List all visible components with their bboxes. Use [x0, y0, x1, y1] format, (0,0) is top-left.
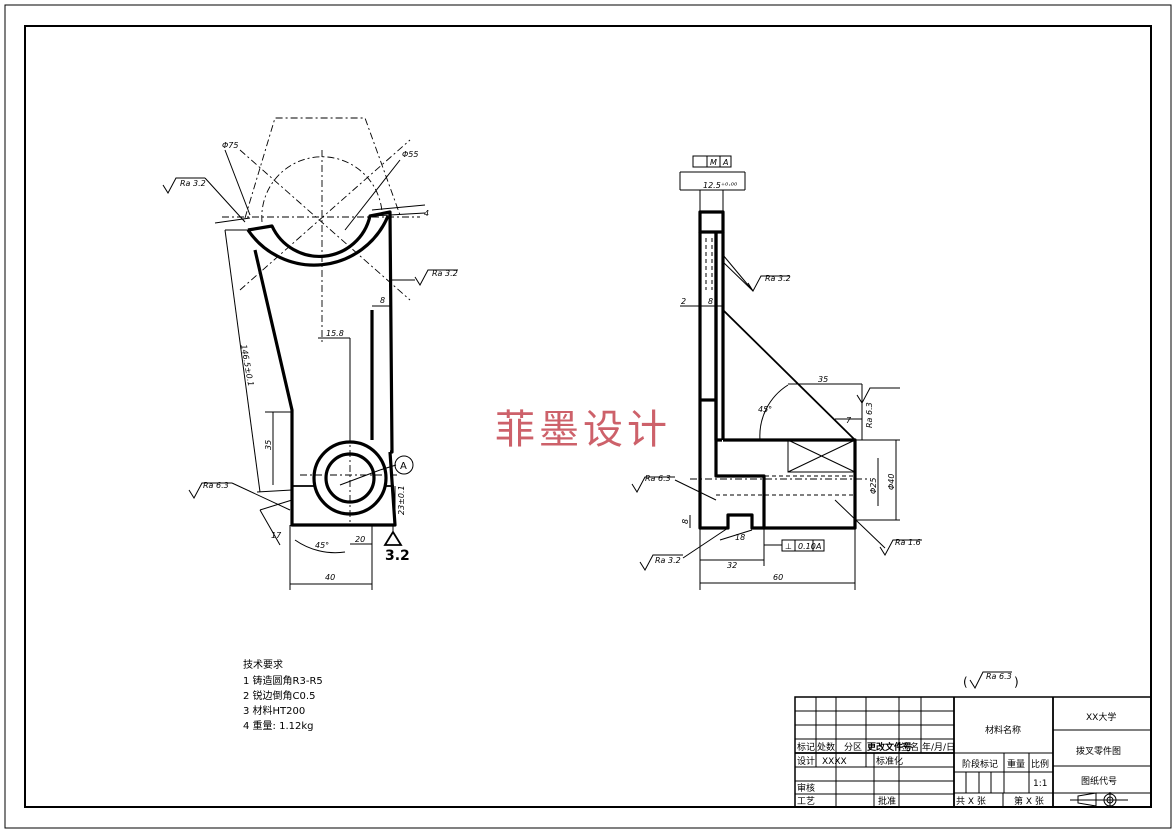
dim-d55: Φ55 [402, 150, 418, 159]
ra-top-left: Ra 3.2 [180, 179, 206, 188]
dim-18: 18 [735, 533, 745, 542]
dim-35: 35 [264, 440, 273, 450]
tb-tuzhi: 图纸代号 [1081, 775, 1117, 787]
surface-3-2: 3.2 [385, 548, 410, 564]
tol2-datum: A [815, 542, 821, 551]
ra-lower-left: Ra 6.3 [203, 481, 229, 490]
tol-a: A [722, 158, 728, 167]
tb-pizhun: 批准 [878, 795, 896, 807]
tech-item-2: 2 锐边倒角C0.5 [243, 689, 315, 702]
tol2-value: 0.10 [798, 542, 816, 551]
side-view: M A 12.5⁺⁰·⁰⁰ [631, 155, 922, 590]
ra-side: Ra 6.3 [865, 402, 874, 428]
watermark-text: 菲墨设计 [495, 407, 671, 453]
tb-xxxx: XXXX [822, 757, 847, 767]
svg-text:(: ( [963, 675, 968, 689]
dim-8: 8 [380, 296, 385, 305]
dim-45deg: 45° [315, 541, 329, 550]
dim-17: 17 [271, 531, 282, 540]
tb-jieduan: 阶段标记 [962, 758, 998, 770]
dim-2: 2 [681, 297, 686, 306]
dim-d25: Φ25 [869, 478, 878, 494]
title-block: 标记 处数 分区 更改文件号 签名 年/月/日 设计 XXXX 标准化 审核 工… [794, 696, 1152, 808]
tb-nianyueri: 年/月/日 [922, 741, 955, 753]
dim-d40: Φ40 [887, 474, 896, 490]
dim-23: 23±0.1 [397, 485, 406, 515]
tech-item-1: 1 铸造圆角R3-R5 [243, 674, 323, 687]
dim-d75: Φ75 [222, 141, 238, 150]
callout-a: A [400, 461, 407, 472]
tech-item-3: 3 材料HT200 [243, 704, 305, 717]
tb-gong: 共 X 张 [956, 796, 986, 807]
tech-title: 技术要求 [243, 658, 283, 671]
dim-45-right: 45° [758, 405, 772, 414]
general-ra: Ra 6.3 [986, 672, 1012, 681]
ra-bot-right: Ra 3.2 [655, 556, 681, 565]
dim-12-5: 12.5⁺⁰·⁰⁰ [703, 181, 738, 190]
dim-8-bottom: 8 [681, 519, 690, 524]
tb-qianming: 签名 [901, 741, 919, 753]
tb-di: 第 X 张 [1014, 795, 1044, 807]
dim-146-5: 146.5±0.1 [239, 344, 255, 387]
projection-symbol-icon [1070, 792, 1128, 808]
dim-20: 20 [355, 535, 365, 544]
tb-zhongliang: 重量 [1007, 758, 1025, 770]
svg-text:): ) [1014, 675, 1019, 689]
tb-fenqu: 分区 [844, 742, 862, 753]
dim-60: 60 [773, 573, 783, 582]
ra-1-6: Ra 1.6 [895, 538, 921, 547]
dim-8-right: 8 [708, 297, 713, 306]
tb-part: 拨叉零件图 [1076, 745, 1121, 757]
ra-mid-right: Ra 3.2 [765, 274, 791, 283]
dim-7: 7 [846, 416, 852, 425]
tb-chushu: 处数 [817, 741, 835, 753]
tb-cailiao: 材料名称 [985, 724, 1021, 736]
technical-requirements: 技术要求 1 铸造圆角R3-R5 2 锐边倒角C0.5 3 材料HT200 4 … [243, 658, 323, 732]
inner-frame [24, 25, 1152, 808]
tech-item-4: 4 重量: 1.12kg [243, 719, 314, 732]
tb-sheji: 设计 [797, 755, 815, 767]
tb-scale: 1:1 [1033, 779, 1047, 789]
ra-right-left: Ra 3.2 [432, 269, 458, 278]
tb-school: XX大学 [1086, 711, 1116, 723]
tb-biaozhunhua: 标准化 [876, 755, 903, 767]
dim-40: 40 [325, 573, 335, 582]
dim-35-right: 35 [818, 375, 828, 384]
tb-bili: 比例 [1031, 758, 1049, 770]
perp-symbol: ⊥ [785, 542, 792, 551]
tb-gongyi: 工艺 [797, 796, 815, 807]
tb-shenhe: 审核 [797, 782, 815, 794]
tb-gengai: 更改文件号 [867, 741, 912, 753]
dim-32: 32 [727, 561, 737, 570]
front-view: Φ75 Φ55 Ra 3.2 Ra 3.2 4 8 15.8 146.5±0.1… [162, 117, 458, 590]
dim-4: 4 [424, 209, 429, 218]
dim-15-8: 15.8 [326, 329, 344, 338]
outer-frame [4, 4, 1172, 829]
ra-low-right: Ra 6.3 [645, 474, 671, 483]
tb-biaoji: 标记 [797, 741, 815, 753]
tol-m: M [710, 158, 717, 167]
general-roughness: ( Ra 6.3 ) [963, 671, 1019, 690]
